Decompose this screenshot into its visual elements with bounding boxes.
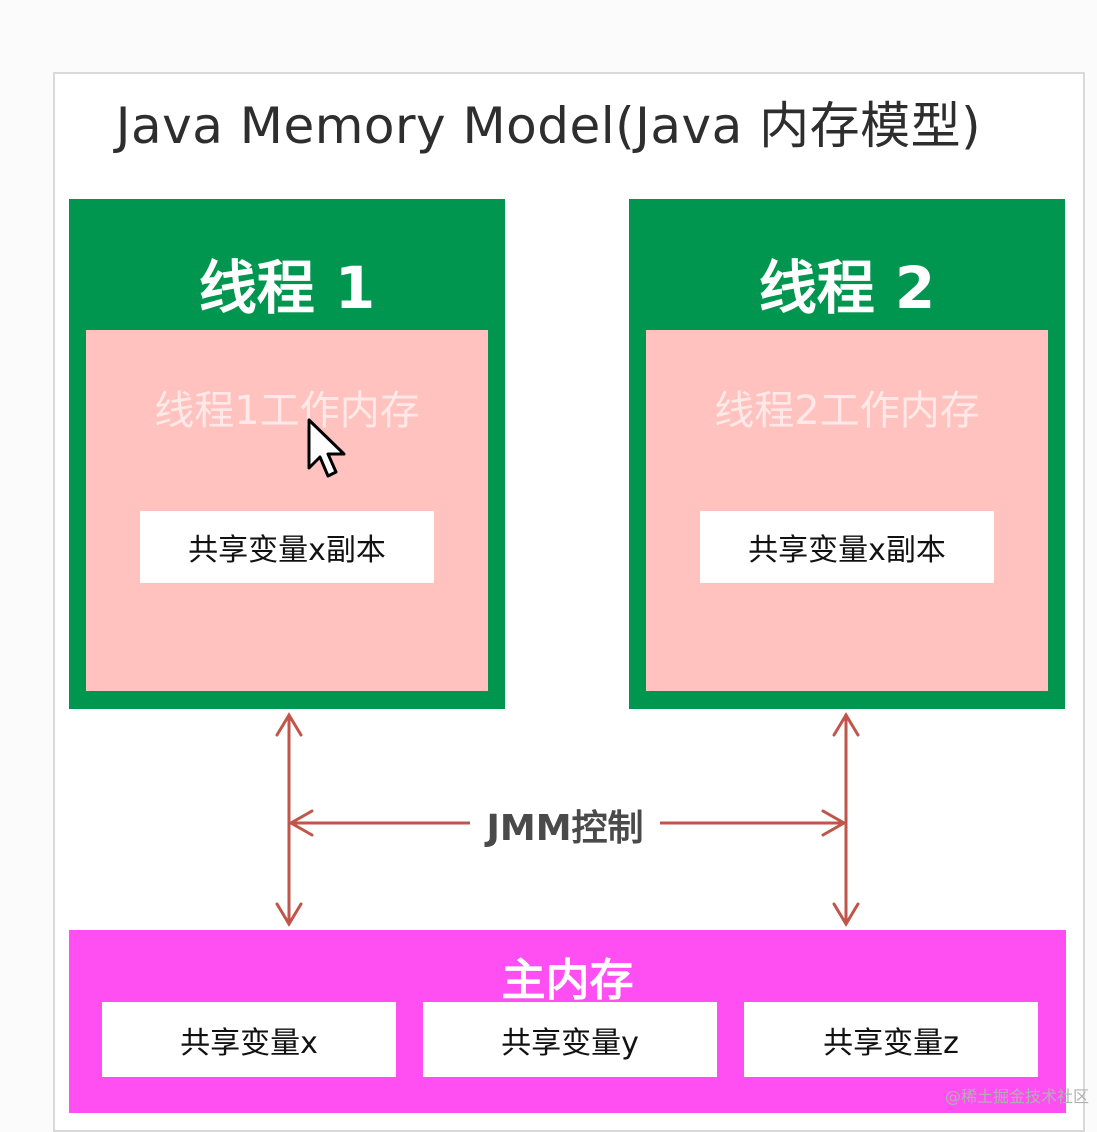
mouse-pointer-icon bbox=[307, 418, 346, 478]
jmm-control-label: JMM控制 bbox=[470, 800, 660, 850]
horizontal-arrow-right-head bbox=[821, 809, 848, 837]
shared-variable-x: 共享变量x bbox=[102, 1002, 396, 1077]
thread-2-block: 线程 2 线程2工作内存 共享变量x副本 bbox=[629, 199, 1065, 709]
main-memory-block: 主内存 共享变量x 共享变量y 共享变量z bbox=[69, 930, 1066, 1113]
main-memory-title: 主内存 bbox=[501, 955, 634, 1006]
thread-1-shared-copy: 共享变量x副本 bbox=[140, 511, 434, 583]
shared-variable-y: 共享变量y bbox=[423, 1002, 717, 1077]
right-arrow-down-head bbox=[832, 902, 860, 927]
horizontal-arrow-left-head bbox=[287, 809, 314, 837]
shared-variable-z: 共享变量z bbox=[744, 1002, 1038, 1077]
thread-1-work-memory: 线程1工作内存 共享变量x副本 bbox=[86, 330, 488, 691]
diagram-title: Java Memory Model(Java 内存模型) bbox=[115, 97, 982, 155]
thread-2-work-memory-title: 线程2工作内存 bbox=[714, 388, 980, 434]
left-arrow-down-head bbox=[275, 902, 303, 927]
thread-1-work-memory-title: 线程1工作内存 bbox=[154, 388, 420, 434]
thread-2-title: 线程 2 bbox=[758, 254, 936, 322]
thread-2-work-memory: 线程2工作内存 共享变量x副本 bbox=[646, 330, 1048, 691]
thread-2-shared-copy: 共享变量x副本 bbox=[700, 511, 994, 583]
right-arrow-up-head bbox=[832, 712, 860, 737]
thread-1-title: 线程 1 bbox=[198, 254, 376, 322]
left-arrow-up-head bbox=[275, 712, 303, 737]
watermark-text: @稀土掘金技术社区 bbox=[944, 1087, 1089, 1106]
thread-1-block: 线程 1 线程1工作内存 共享变量x副本 bbox=[69, 199, 505, 709]
